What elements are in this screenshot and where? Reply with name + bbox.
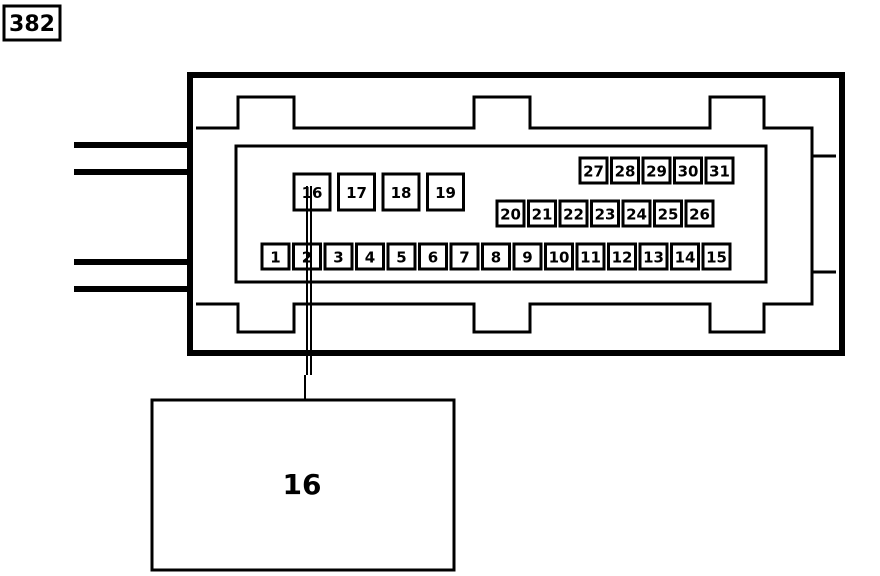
pin-row-middle: 20 21 22 23 24 25 26 xyxy=(495,199,715,228)
pin-20: 20 xyxy=(495,199,526,228)
pin-cavity xyxy=(704,156,735,185)
figure-tag-label: 382 xyxy=(9,12,55,37)
pin-cavity xyxy=(527,199,557,228)
pin-cavity xyxy=(653,199,683,228)
pin-label: 19 xyxy=(435,184,456,202)
pin-cavity xyxy=(575,242,606,271)
pin-cavity xyxy=(590,199,620,228)
pin-cavity xyxy=(544,242,574,271)
pin-label: 31 xyxy=(709,163,730,181)
pin-26: 26 xyxy=(684,199,715,228)
pin-label: 20 xyxy=(500,206,521,224)
pin-30: 30 xyxy=(673,156,703,185)
pin-cavity xyxy=(684,199,715,228)
pin-28: 28 xyxy=(610,156,640,185)
pin-label: 10 xyxy=(549,249,570,267)
pin-label: 27 xyxy=(583,163,604,181)
pin-cavity xyxy=(418,242,448,271)
pin-label: 26 xyxy=(689,206,710,224)
pin-cavity xyxy=(512,242,543,271)
pin-29: 29 xyxy=(641,156,672,185)
pin-cavity xyxy=(426,172,465,212)
callout-leader-line xyxy=(304,186,312,400)
pin-label: 9 xyxy=(522,249,532,267)
pin-label: 25 xyxy=(658,206,679,224)
pin-label: 17 xyxy=(346,184,367,202)
pin-cavity xyxy=(386,242,417,271)
pin-cavity xyxy=(621,199,652,228)
pin-8: 8 xyxy=(481,242,511,271)
pin-13: 13 xyxy=(638,242,669,271)
pin-label: 24 xyxy=(626,206,647,224)
pin-cavity xyxy=(578,156,609,185)
pin-cavity xyxy=(381,172,421,212)
pin-cavity xyxy=(638,242,669,271)
figure-tag: 382 xyxy=(2,4,62,42)
pin-label: 8 xyxy=(491,249,501,267)
pin-label: 11 xyxy=(580,249,601,267)
harness-wires xyxy=(74,142,192,292)
pin-label: 18 xyxy=(391,184,412,202)
pin-27: 27 xyxy=(578,156,609,185)
callout-box: 16 xyxy=(150,398,456,572)
pin-10: 10 xyxy=(544,242,574,271)
pin-cavity xyxy=(701,242,732,271)
pin-12: 12 xyxy=(607,242,637,271)
pin-label: 13 xyxy=(643,249,664,267)
pin-25: 25 xyxy=(653,199,683,228)
pin-cavity xyxy=(260,242,291,271)
pin-label: 14 xyxy=(675,249,696,267)
pin-31: 31 xyxy=(704,156,735,185)
pin-cavity xyxy=(495,199,526,228)
pin-21: 21 xyxy=(527,199,557,228)
connector-shell-outline xyxy=(196,95,836,334)
pin-label: 21 xyxy=(532,206,553,224)
pin-cavity xyxy=(355,242,385,271)
pin-24: 24 xyxy=(621,199,652,228)
pin-label: 7 xyxy=(459,249,469,267)
pin-9: 9 xyxy=(512,242,543,271)
pin-label: 28 xyxy=(615,163,636,181)
pin-cavity xyxy=(481,242,511,271)
pin-4: 4 xyxy=(355,242,385,271)
pin-cavity xyxy=(673,156,703,185)
pin-19: 19 xyxy=(426,172,465,212)
pin-18: 18 xyxy=(381,172,421,212)
pin-cavity xyxy=(641,156,672,185)
pin-label: 23 xyxy=(595,206,616,224)
pin-label: 29 xyxy=(646,163,667,181)
pin-label: 30 xyxy=(678,163,699,181)
pin-row-bottom: 123456789101112131415 xyxy=(260,242,732,271)
pin-6: 6 xyxy=(418,242,448,271)
pin-cavity xyxy=(337,172,376,212)
pin-11: 11 xyxy=(575,242,606,271)
pin-label: 12 xyxy=(612,249,633,267)
pin-14: 14 xyxy=(670,242,700,271)
pin-label: 5 xyxy=(396,249,406,267)
pin-label: 1 xyxy=(270,249,280,267)
pin-cavity xyxy=(607,242,637,271)
pin-row-top: 27 28 29 30 31 xyxy=(578,156,735,185)
pin-5: 5 xyxy=(386,242,417,271)
pin-label: 15 xyxy=(706,249,727,267)
pin-cavity xyxy=(449,242,480,271)
pin-17: 17 xyxy=(337,172,376,212)
pin-22: 22 xyxy=(558,199,589,228)
pin-label: 22 xyxy=(563,206,584,224)
pin-1: 1 xyxy=(260,242,291,271)
pin-cavity xyxy=(610,156,640,185)
pin-label: 4 xyxy=(365,249,375,267)
pin-cavity xyxy=(323,242,354,271)
pin-label: 3 xyxy=(333,249,343,267)
callout-box-label: 16 xyxy=(283,468,322,501)
pin-label: 6 xyxy=(428,249,438,267)
pin-7: 7 xyxy=(449,242,480,271)
pin-23: 23 xyxy=(590,199,620,228)
pin-cavity xyxy=(670,242,700,271)
pin-3: 3 xyxy=(323,242,354,271)
pin-15: 15 xyxy=(701,242,732,271)
pin-cavity xyxy=(558,199,589,228)
